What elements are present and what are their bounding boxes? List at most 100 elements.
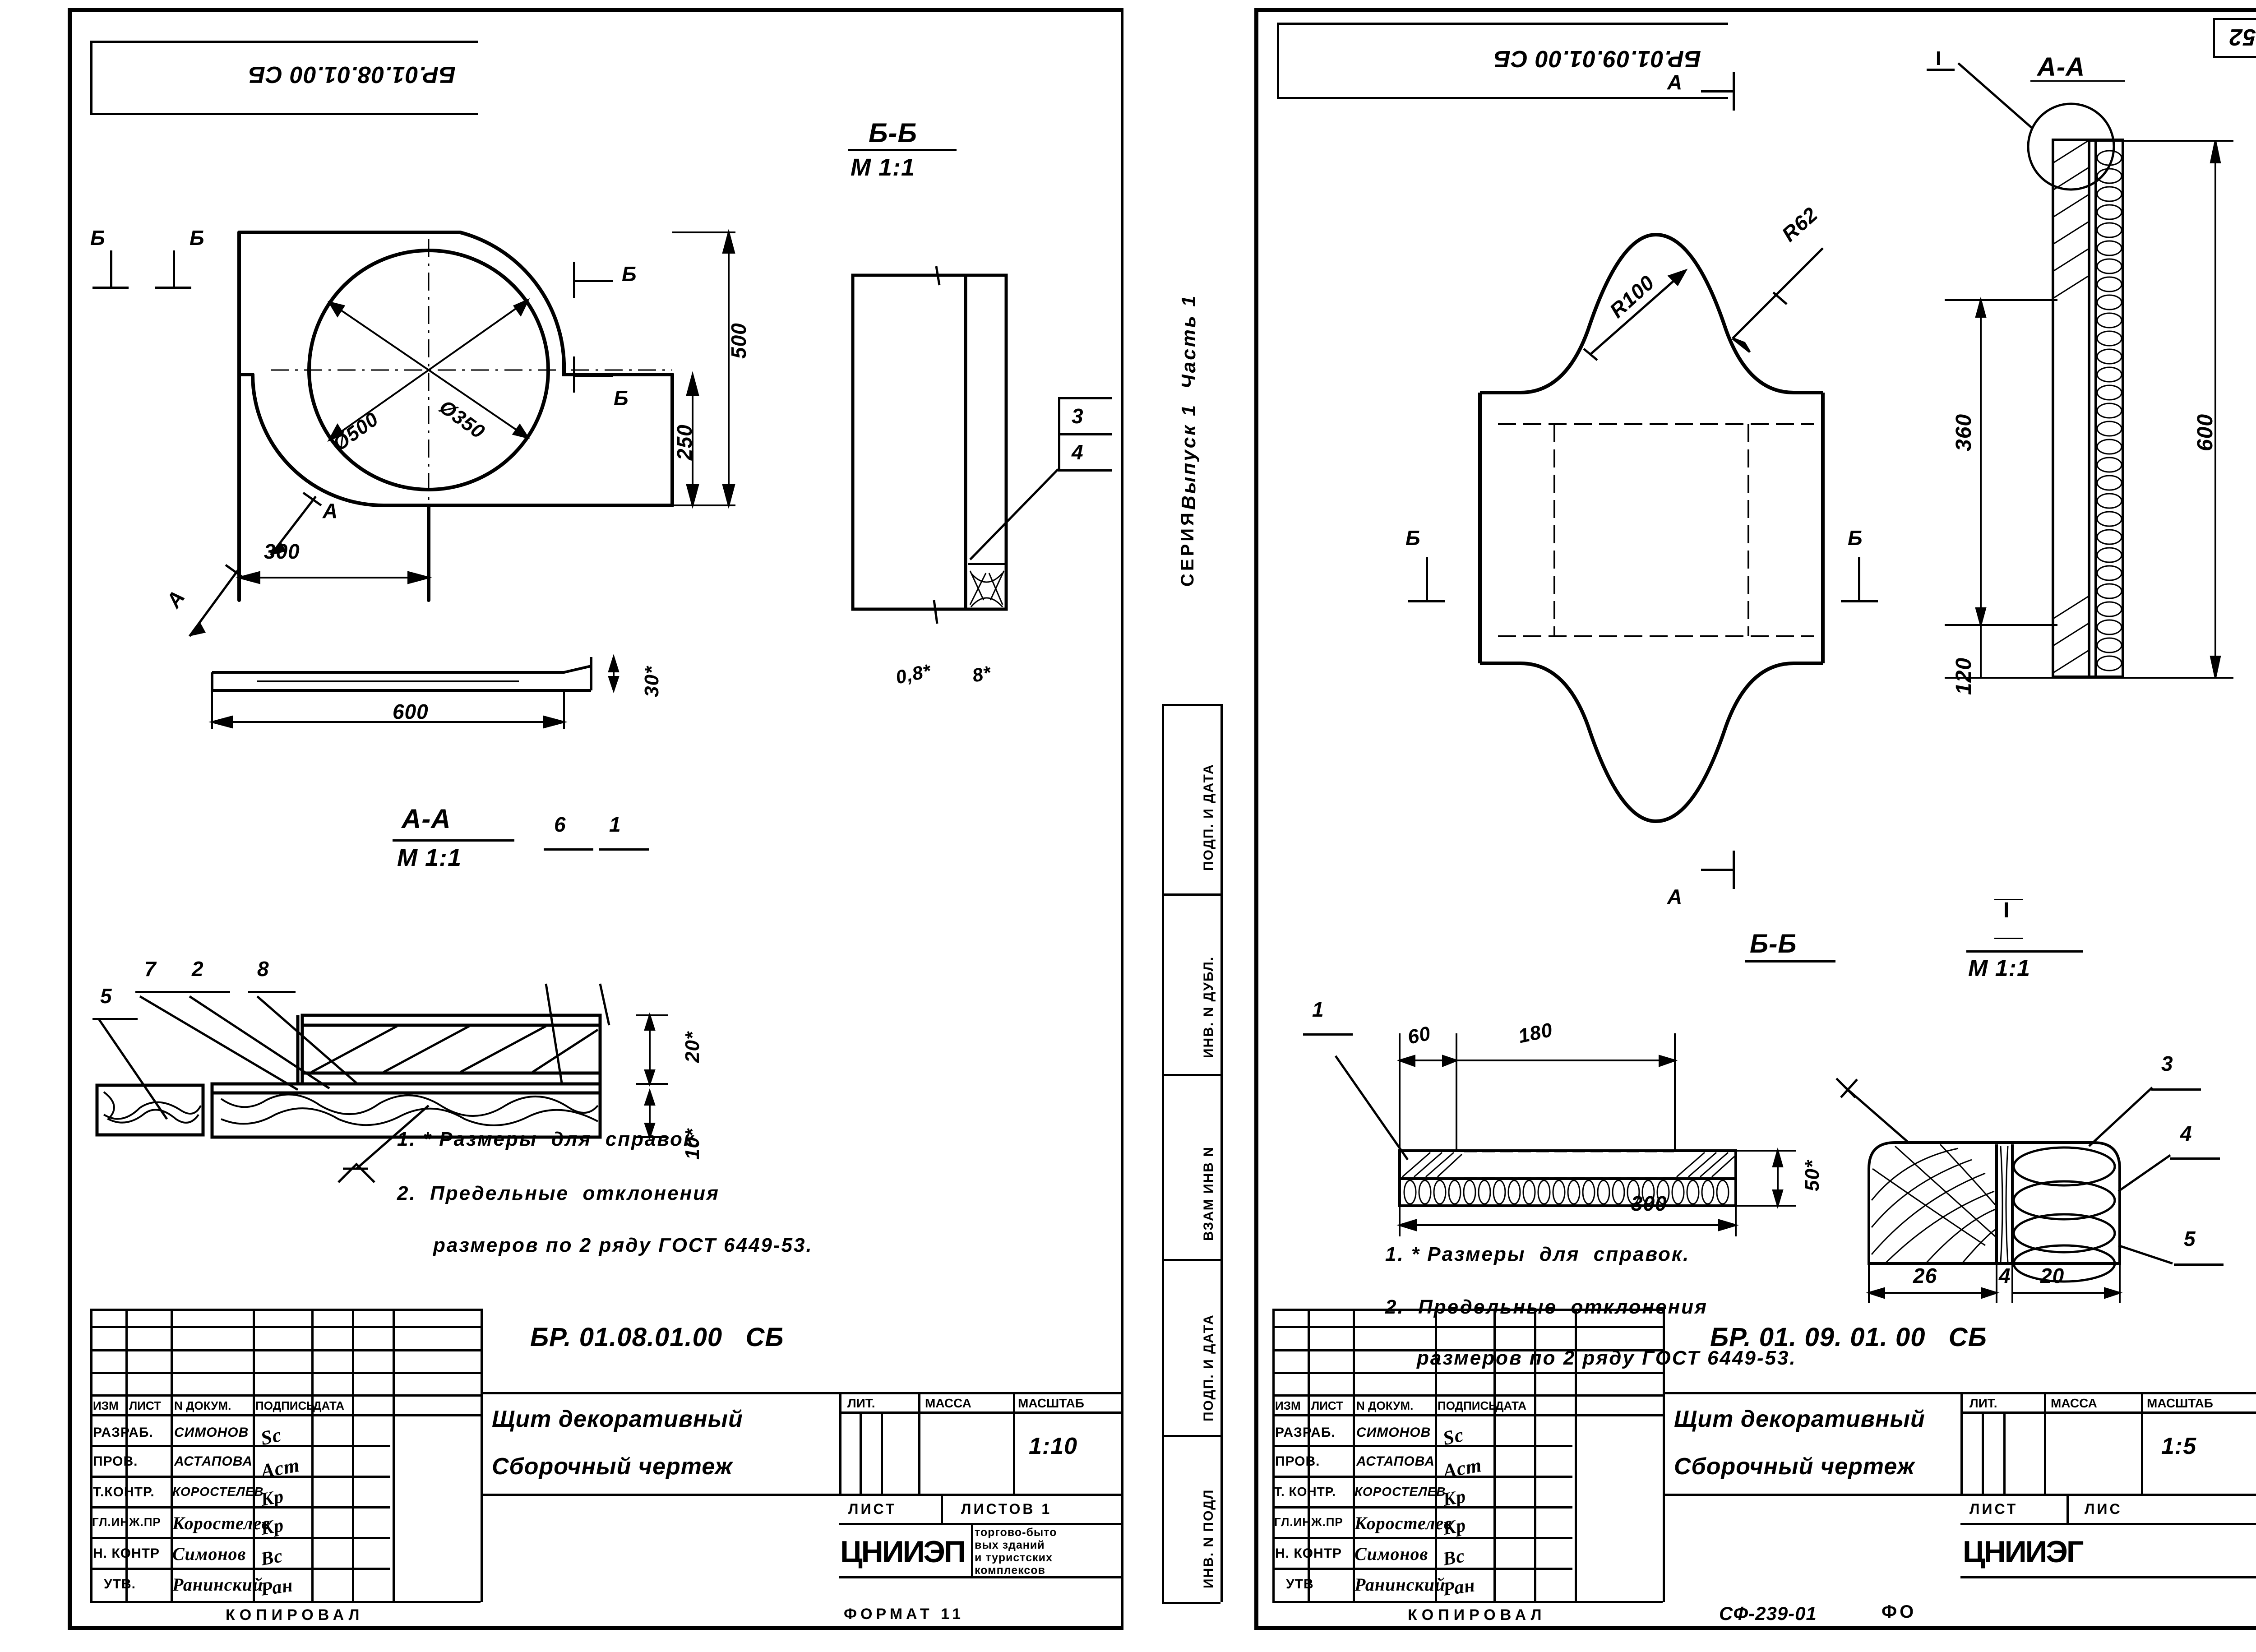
right-aa-dim-120: 120 [1952,657,1976,695]
right-note-2: 2. Предельные отклонения [1385,1296,1708,1318]
left-tb-title-1: Щит декоративный [492,1406,743,1432]
section-bb-body [851,266,1008,624]
margin-box-3: ПОДП. И ДАТА [1201,1314,1216,1421]
right-section-bb-title: Б-Б [1750,929,1797,958]
right-tb-sign-1: Acm [1441,1453,1484,1483]
right-section-aa-underline [2030,80,2125,82]
left-corner-code: БР.01.08.01.00 СБ [248,61,456,88]
right-tb-role-1: ПРОВ. [1275,1454,1320,1469]
left-note-1: 1. * Размеры для справок. [397,1128,702,1150]
left-tb-col-podpis: ПОДПИСЬ [255,1399,315,1412]
right-note-1: 1. * Размеры для справок. [1385,1243,1690,1265]
right-section-aa-title: А-А [2037,52,2085,82]
right-tb-mass-label: МАССА [2051,1396,2097,1410]
margin-strip: СЕРИЯ Выпуск 1 Часть 1 ПОДП. И ДАТА ИНВ.… [1137,0,1250,1652]
right-footer-format: ФО [1882,1602,1917,1622]
right-bb-dim-300: 300 [1631,1192,1667,1215]
left-tb-role-5: УТВ. [104,1577,136,1592]
left-sheet: БР.01.08.01.00 СБ Ø5 [68,8,1123,1630]
section-bb-dim-8: 8* [970,662,994,686]
left-tb-col-ndocum: N ДОКУМ. [174,1399,231,1412]
right-aa-dim-600: 600 [2193,413,2217,451]
right-tb-drawing-code: БР. 01. 09. 01. 00 СБ [1710,1323,1987,1352]
left-sheet-border-bottom [68,1626,1123,1630]
right-tb-title-2: Сборочный чертеж [1674,1453,1915,1480]
left-tb-org-line-3: комплексов [975,1564,1045,1577]
plan-section-label-a1: А [323,499,338,523]
plan-view [237,231,674,602]
right-tb-role-3: ГЛ.ИНЖ.ПР [1274,1515,1343,1529]
edge-dim-600: 600 [393,700,429,723]
left-tb-role-3: ГЛ.ИНЖ.ПР [92,1515,161,1529]
left-tb-sheets-label: ЛИСТОВ 1 [961,1501,1052,1517]
right-bb-dim-60: 60 [1405,1022,1433,1049]
edge-view [208,654,619,729]
section-bb-dim-08: 0,8* [893,660,933,688]
right-corner-code: БР.01.09.01.00 СБ [1493,46,1701,72]
corner-stamp-bottom [90,113,478,115]
left-tb-scale-value: 1:10 [1029,1433,1078,1459]
left-tb-name-2: КОРОСТЕЛЕВ [172,1485,264,1499]
detail-mark-I: I [1936,47,1942,69]
margin-issue-label: Выпуск 1 Часть 1 [1178,294,1200,510]
section-aa-underline [393,839,514,842]
page-number-box [2213,18,2256,58]
right-bb-dim-50: 50* [1801,1160,1823,1191]
right-tb-role-4: Н. КОНТР [1275,1546,1342,1561]
detail-i-title: I [2003,898,2010,922]
left-sheet-border-left [68,8,72,1628]
left-sheet-border-top [68,8,1123,12]
plan-dim-250: 250 [673,424,696,460]
right-tb-sign-0: Sc [1441,1423,1466,1450]
shield-elevation [1478,232,1825,824]
right-tb-sign-3: Kp [1441,1514,1468,1540]
left-tb-sheet-label: ЛИСТ [848,1501,897,1517]
edge-dim-30: 30* [641,666,663,697]
left-tb-sign-5: Ран [259,1575,295,1600]
right-tb-name-4: Симонов [1355,1544,1428,1564]
margin-box-4: ИНВ. N ПОДЛ [1201,1489,1216,1589]
detail-i-dim-4: 4 [1999,1264,2011,1287]
plan-dim-lines [236,229,735,584]
right-tb-name-2: КОРОСТЕЛЕВ [1355,1485,1446,1499]
corner-stamp-top [90,41,478,43]
right-tb-name-1: АСТАПОВА [1356,1454,1435,1469]
right-tb-scale-value: 1:5 [2161,1433,2197,1459]
margin-series-label: СЕРИЯ [1178,510,1197,587]
plan-section-mark-a1 [270,491,322,556]
left-tb-lit-label: ЛИТ. [847,1396,875,1410]
left-tb-col-list: ЛИСТ [129,1399,161,1412]
left-tb-sign-1: Acm [259,1453,301,1483]
left-note-2: 2. Предельные отклонения [397,1182,720,1204]
left-tb-sign-2: Kp [259,1485,286,1511]
right-copied-label: КОПИРОВАЛ [1408,1606,1546,1624]
detail-i-underline [1966,950,2083,953]
left-tb-name-5: Ранинский [172,1574,264,1595]
right-tb-col-podpis: ПОДПИСЬ [1438,1399,1497,1412]
right-aa-dim-360: 360 [1952,413,1976,451]
right-section-bb-body [1334,1033,1796,1236]
right-corner-stamp-bottom [1277,97,1728,99]
right-sheet-border-bottom [1254,1626,2256,1630]
section-bb-title: Б-Б [869,118,917,148]
right-tb-name-3: Коростелев [1355,1513,1452,1533]
section-aa-dimline [636,1012,668,1140]
section-aa-title: А-А [402,804,451,834]
right-tb-col-izm: ИЗМ [1275,1399,1301,1412]
right-sheet-border-left [1254,8,1258,1628]
left-tb-scale-label: МАСШТАБ [1018,1396,1084,1410]
right-tb-title-1: Щит декоративный [1674,1406,1925,1432]
left-tb-org-line-0: торгово-быто [975,1526,1057,1539]
left-tb-org-line-2: и туристских [975,1551,1053,1564]
detail-i-serif-top [1994,899,2023,900]
right-tb-sign-5: Ран [1442,1575,1477,1600]
left-tb-col-izm: ИЗМ [93,1399,119,1412]
left-tb-role-4: Н. КОНТР [93,1546,160,1561]
section-aa-body [95,983,610,1183]
detail-i-body [1835,1078,2173,1303]
right-sheet: 52 БР.01.09.01.00 СБ R100 R62 [1250,0,2256,1652]
right-tb-sheets-label: ЛИС [2085,1501,2122,1517]
detail-i-scale: М 1:1 [1968,955,2030,981]
right-tb-name-0: СИМОНОВ [1356,1425,1431,1440]
right-tb-role-2: Т. КОНТР. [1274,1485,1336,1499]
